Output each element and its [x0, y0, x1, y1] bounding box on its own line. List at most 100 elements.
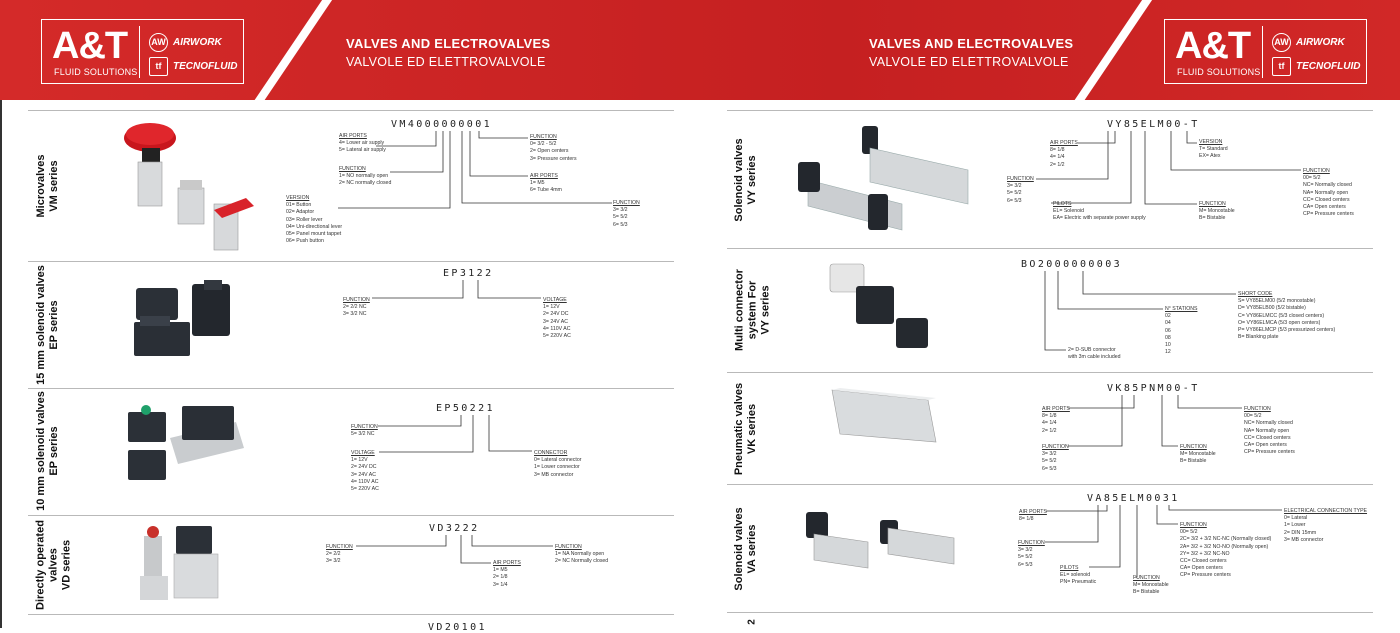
legend-line: CP= Pressure centers [1244, 449, 1295, 456]
legend-title: FUNCTION [343, 297, 370, 303]
va-solenoid-valve-picture [806, 512, 955, 569]
microvalve-picture [124, 123, 254, 251]
legend-line: 2= DIN 15mm [1284, 529, 1317, 536]
legend-line: 4= 110V AC [351, 478, 379, 485]
legend-line: 1= 12V [351, 457, 368, 464]
legend-title: FUNCTION [339, 166, 366, 172]
legend-line: P= VY86ELMCP (5/3 pressurized centers) [1238, 327, 1336, 334]
legend-line: 1= NA Normally open [555, 551, 605, 558]
logo-text: A&T [52, 25, 128, 67]
legend-title: FUNCTION [1199, 201, 1226, 207]
legend-line: 0= Lateral [1284, 515, 1308, 522]
legend-line: with 3m cable included [1068, 354, 1121, 361]
legend-line: 1= Lower connector [534, 464, 580, 471]
legend-line: 8= 1/8 [1019, 516, 1034, 523]
legend-line: 6= 5/3 [1042, 465, 1057, 472]
legend-line: CA= Open centers [1303, 204, 1346, 211]
product-code: VD3222 [429, 523, 480, 534]
legend-line: 4= 1/4 [1042, 420, 1057, 427]
legend-line: NA= Normally open [1244, 427, 1290, 434]
airwork-icon: AW [1272, 33, 1291, 52]
legend-line: 08 [1165, 334, 1171, 341]
legend-title: FUNCTION [1244, 406, 1271, 412]
legend-line: 8= 1/8 [1050, 147, 1065, 154]
legend-line: 04 [1165, 320, 1171, 327]
product-code: EP50221 [436, 403, 495, 414]
vy-solenoid-valve-picture [798, 126, 969, 231]
legend-line: 2= D-SUB connector [1068, 347, 1116, 353]
legend-line: 3= MB connector [1284, 536, 1324, 543]
legend-line: 12 [1165, 349, 1171, 356]
legend-title: AIR PORTS [1019, 509, 1047, 515]
legend-line: 3= Pressure centers [530, 155, 577, 162]
legend-line: PN= Pneumatic [1060, 579, 1097, 586]
legend-line: B= Blanking plate [1238, 334, 1279, 341]
legend-line: 00= 5/2 [1180, 529, 1198, 536]
legend-line: 3= 3/2 [326, 558, 341, 565]
legend-title: AIR PORTS [339, 133, 367, 139]
legend-title: FUNCTION [530, 134, 557, 140]
legend-line: 2= Open centers [530, 148, 569, 155]
legend-title: FUNCTION [1018, 540, 1045, 546]
legend-title: FUNCTION [1007, 176, 1034, 182]
legend-line: 1= M5 [530, 180, 545, 187]
header-title-right: VALVES AND ELECTROVALVES VALVOLE ED ELET… [869, 36, 1074, 69]
legend-line: 0= Lateral connector [534, 457, 582, 464]
legend-line: NC= Normally closed [1244, 420, 1293, 427]
legend-title: VERSION [286, 195, 310, 201]
legend-title: AIR PORTS [1050, 140, 1078, 146]
legend-line: 1= Lower [1284, 522, 1306, 529]
legend-line: CP= Pressure centers [1180, 572, 1231, 579]
legend-title: ELECTRICAL CONNECTION TYPE [1284, 508, 1368, 514]
logo-text: A&T [1175, 25, 1251, 67]
divider [727, 110, 1373, 111]
legend-line: S= VY85ELM00 (5/2 monostable) [1238, 298, 1316, 305]
legend-line: 02 [1165, 313, 1171, 320]
legend-line: 6= 5/3 [1007, 197, 1022, 204]
legend-line: 6= Tube 4mm [530, 187, 562, 194]
legend-line: 5= 220V AC [543, 333, 571, 340]
legend-line: 2= 24V DC [351, 464, 377, 471]
legend-line: 2= 24V DC [543, 311, 569, 318]
legend-line: 2= 2/2 [326, 551, 341, 558]
legend-line: 5= 5/2 [1018, 554, 1033, 561]
divider [28, 110, 674, 111]
directly-operated-valve-picture [140, 526, 219, 600]
legend-title: FUNCTION [613, 200, 640, 206]
legend-line: 3= 3/2 [613, 207, 628, 214]
legend-title: PILOTS [1053, 201, 1072, 207]
legend-line: 06= Push button [286, 238, 324, 245]
legend-line: NA= Normally open [1303, 189, 1349, 196]
legend-line: 00= 5/2 [1303, 175, 1321, 182]
tecnofluid-icon: tf [149, 57, 168, 76]
legend-line: 1= M5 [493, 567, 508, 574]
legend-line: CA= Open centers [1180, 565, 1223, 572]
legend-line: 4= Lower air supply [339, 140, 385, 147]
legend-line: EL= solenoid [1060, 572, 1091, 579]
legend-title: FUNCTION [1180, 444, 1207, 450]
